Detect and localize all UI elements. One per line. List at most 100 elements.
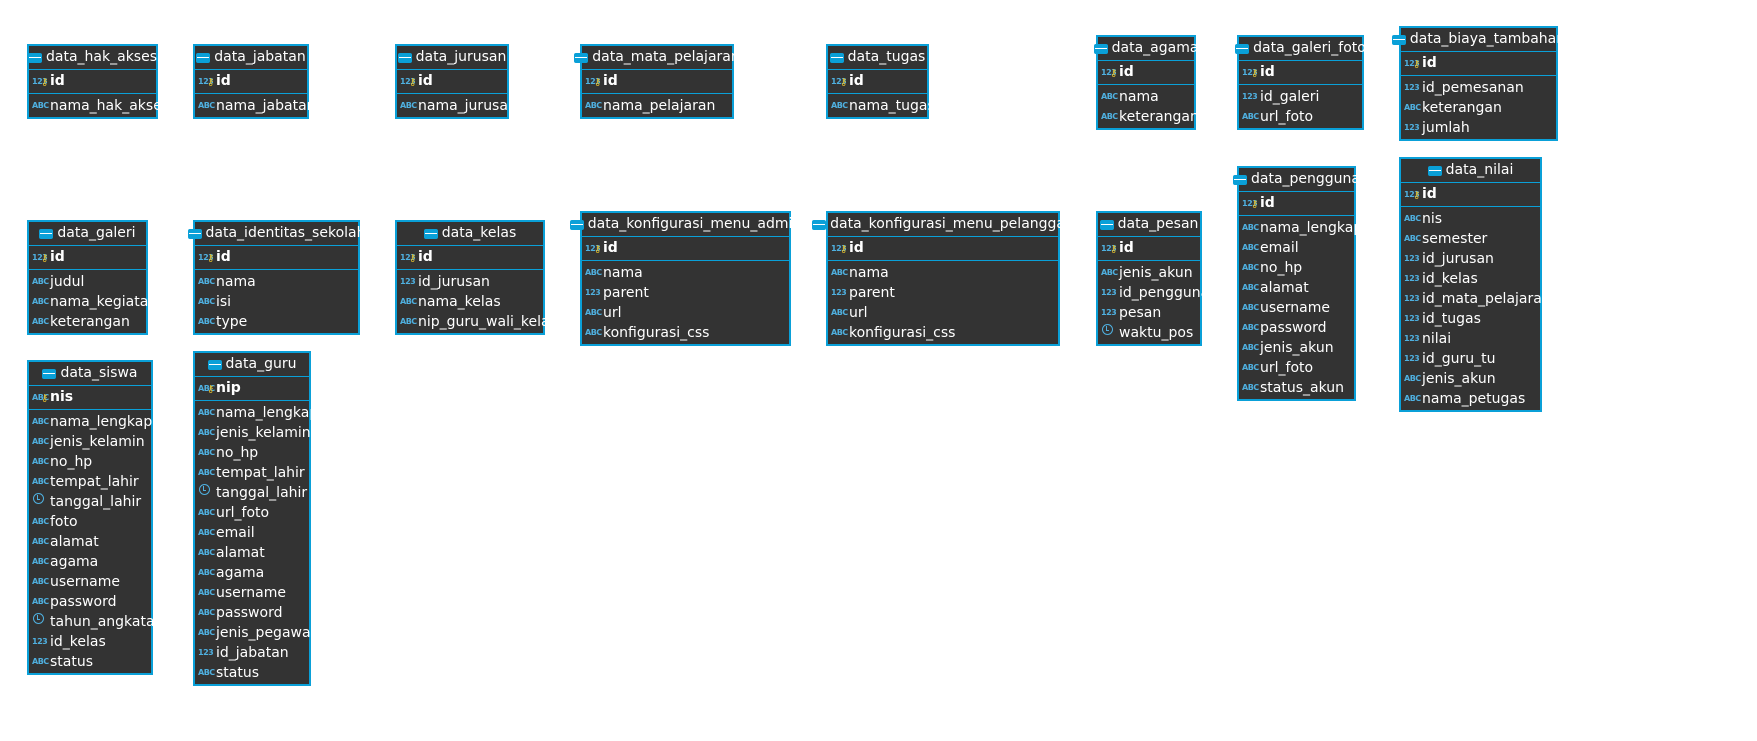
column-row[interactable]: tanggal_lahir bbox=[29, 492, 151, 512]
entity-header[interactable]: data_jurusan bbox=[397, 46, 507, 69]
entity-header[interactable]: data_guru bbox=[195, 353, 309, 376]
primary-key-row[interactable]: 123⚷id bbox=[1401, 52, 1556, 75]
column-row[interactable]: tanggal_lahir bbox=[195, 483, 309, 503]
primary-key-row[interactable]: 123⚷id bbox=[397, 246, 543, 269]
primary-key-row[interactable]: 123⚷id bbox=[1239, 61, 1362, 84]
primary-key-row[interactable]: 123⚷id bbox=[828, 237, 1058, 260]
column-row[interactable]: tahun_angkatan bbox=[29, 612, 163, 632]
entity-header[interactable]: data_siswa bbox=[29, 362, 151, 385]
entity-header[interactable]: data_pesan bbox=[1098, 213, 1200, 236]
primary-key-row[interactable]: 123⚷id bbox=[397, 70, 507, 93]
entity-header[interactable]: data_nilai bbox=[1401, 159, 1540, 182]
entity-header[interactable]: data_konfigurasi_menu_admin bbox=[569, 213, 801, 236]
entity-header[interactable]: data_mata_pelajaran bbox=[574, 46, 740, 69]
entity-header[interactable]: data_pengguna bbox=[1233, 168, 1360, 191]
entity-header[interactable]: data_identitas_sekolah bbox=[187, 222, 365, 245]
primary-key-row[interactable]: 123⚷id bbox=[1239, 192, 1354, 215]
entity-header[interactable]: data_tugas bbox=[828, 46, 927, 69]
primary-key-row[interactable]: 123⚷id bbox=[1401, 183, 1540, 206]
primary-key-row[interactable]: 123⚷id bbox=[29, 70, 156, 93]
primary-key-row[interactable]: 123⚷id bbox=[1098, 237, 1200, 260]
primary-key-row[interactable]: 123⚷id bbox=[1098, 61, 1194, 84]
primary-key-row[interactable]: ABC⚷nip bbox=[195, 377, 309, 400]
column-row[interactable]: waktu_pos bbox=[1098, 323, 1200, 343]
entity-header[interactable]: data_konfigurasi_menu_pelanggan bbox=[812, 213, 1074, 236]
primary-key-row[interactable]: 123⚷id bbox=[582, 237, 789, 260]
primary-key-row[interactable]: 123⚷id bbox=[29, 246, 146, 269]
entity-header[interactable]: data_galeri_foto bbox=[1235, 37, 1366, 60]
